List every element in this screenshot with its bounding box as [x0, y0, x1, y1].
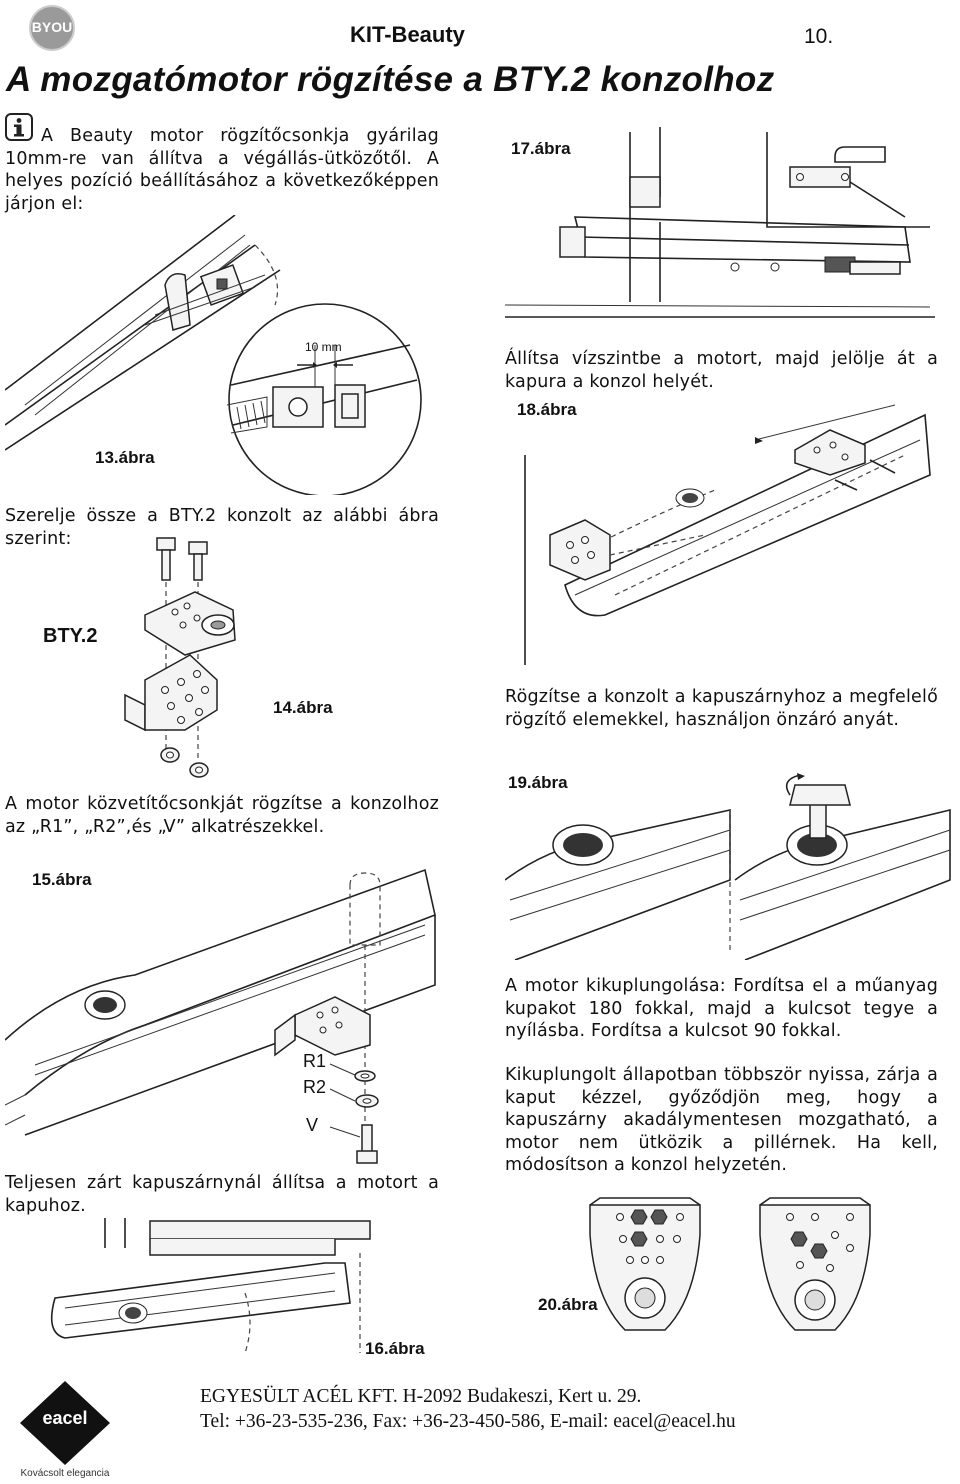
- brand-logo-text: BYOU: [31, 19, 73, 35]
- figure-15: 15.ábra R1 R2 V: [5, 865, 445, 1175]
- info-icon: [5, 113, 33, 141]
- intro-text: A Beauty motor rögzítőcsonkja gyárilag 1…: [5, 126, 439, 214]
- unlock-text: A motor kikuplungolása: Fordítsa el a mű…: [505, 976, 938, 1041]
- fig15-v-label: V: [306, 1115, 319, 1135]
- level-text: Állítsa vízszintbe a motort, majd jelölj…: [505, 349, 938, 392]
- fig14-part-label: BTY.2: [43, 625, 98, 647]
- check-text: Kikuplungolt állapotban többször nyissa,…: [505, 1065, 938, 1175]
- eacel-tagline: Kovácsolt elegancia: [20, 1468, 110, 1479]
- closed-gate-text: Teljesen zárt kapuszárnynál állítsa a mo…: [5, 1173, 439, 1216]
- fig15-label: 15.ábra: [32, 870, 92, 889]
- fix-motor-text: A motor közvetítőcsonkját rögzítse a kon…: [5, 794, 439, 837]
- assemble-text: Szerelje össze a BTY.2 konzolt az alábbi…: [5, 506, 439, 549]
- footer-contact: Tel: +36-23-535-236, Fax: +36-23-450-586…: [200, 1411, 736, 1432]
- figure-20: 20.ábra: [505, 1190, 935, 1380]
- page-title: A mozgatómotor rögzítése a BTY.2 konzolh…: [6, 60, 775, 99]
- fig17-label: 17.ábra: [511, 139, 571, 158]
- fig15-r2-label: R2: [303, 1077, 327, 1097]
- page-number: 10.: [804, 25, 834, 48]
- fig18-label: 18.ábra: [517, 400, 577, 419]
- figure-14: BTY.2 14.ábra: [5, 530, 445, 790]
- fig13-label: 13.ábra: [95, 448, 155, 467]
- fig14-label: 14.ábra: [273, 698, 333, 717]
- figure-18: 18.ábra: [505, 395, 935, 665]
- figure-19: 19.ábra: [505, 770, 955, 960]
- eacel-logo-text: eacel: [42, 1408, 88, 1428]
- figure-17: 17.ábra: [505, 127, 935, 327]
- fig20-label: 20.ábra: [538, 1295, 598, 1314]
- fasten-text: Rögzítse a konzolt a kapuszárnyhoz a meg…: [505, 687, 938, 730]
- eacel-logo: eacel Kovácsolt elegancia: [10, 1378, 120, 1484]
- figure-13: 10 mm 13.ábra: [5, 215, 445, 495]
- fig15-r1-label: R1: [303, 1051, 327, 1071]
- figure-16: 16.ábra: [5, 1213, 445, 1365]
- brand-logo: BYOU: [22, 4, 82, 52]
- fig19-label: 19.ábra: [508, 773, 568, 792]
- fig13-dimension-label: 10 mm: [305, 340, 342, 354]
- doc-title: KIT-Beauty: [350, 22, 465, 47]
- footer-company: EGYESÜLT ACÉL KFT. H-2092 Budakeszi, Ker…: [200, 1386, 642, 1407]
- fig16-label: 16.ábra: [365, 1339, 425, 1358]
